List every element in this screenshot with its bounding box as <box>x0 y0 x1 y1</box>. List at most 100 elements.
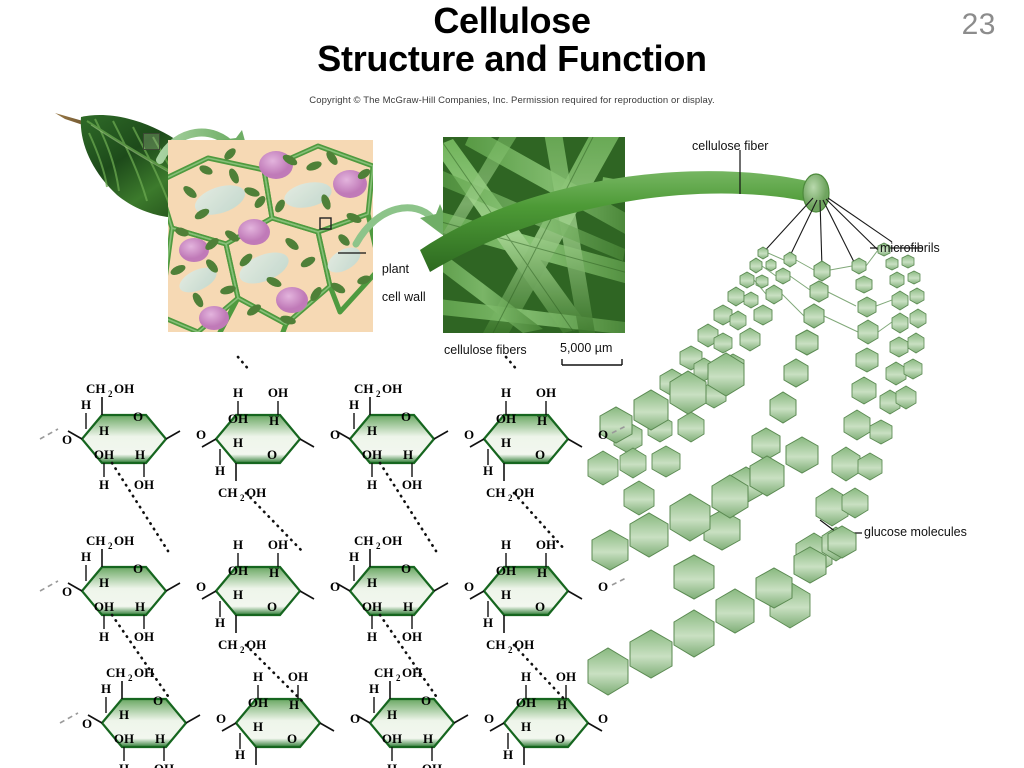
svg-text:OH: OH <box>288 669 308 684</box>
svg-text:H: H <box>119 761 129 768</box>
plant-cell-wall-leader <box>338 252 366 254</box>
svg-text:CH: CH <box>86 533 106 548</box>
svg-text:H: H <box>349 397 359 412</box>
svg-text:O: O <box>464 427 474 442</box>
svg-text:H: H <box>423 731 433 746</box>
svg-text:OH: OH <box>154 761 174 768</box>
glucose-chain-6 <box>895 254 927 410</box>
svg-text:OH: OH <box>134 629 154 644</box>
svg-text:H: H <box>521 719 531 734</box>
microfibril-leader-lines <box>759 197 893 269</box>
svg-text:H: H <box>81 397 91 412</box>
svg-text:OH: OH <box>536 385 556 400</box>
svg-text:OH: OH <box>402 477 422 492</box>
svg-text:OH: OH <box>514 485 534 500</box>
svg-text:O: O <box>535 599 545 614</box>
svg-text:OH: OH <box>402 629 422 644</box>
svg-text:O: O <box>267 599 277 614</box>
svg-text:OH: OH <box>514 637 534 652</box>
svg-text:OH: OH <box>246 485 266 500</box>
microfibrils-label: microfibrils <box>880 241 940 255</box>
svg-text:OH: OH <box>268 385 288 400</box>
svg-text:CH: CH <box>486 637 506 652</box>
hydrogen-bonds <box>110 355 568 703</box>
svg-text:2: 2 <box>508 645 513 655</box>
glucose-chain-lower-3 <box>587 525 857 696</box>
svg-text:H: H <box>253 719 263 734</box>
svg-text:CH: CH <box>486 485 506 500</box>
plant-cell-wall-line-2: cell wall <box>381 290 426 304</box>
svg-text:CH: CH <box>106 665 126 680</box>
svg-text:H: H <box>269 565 279 580</box>
svg-text:OH: OH <box>496 563 516 578</box>
svg-text:2: 2 <box>376 389 381 399</box>
svg-text:OH: OH <box>134 665 154 680</box>
leaf-zoom-marker <box>143 133 160 150</box>
svg-text:OH: OH <box>114 533 134 548</box>
svg-text:CH: CH <box>374 665 394 680</box>
svg-text:OH: OH <box>114 381 134 396</box>
svg-text:H: H <box>557 697 567 712</box>
svg-text:OH: OH <box>228 411 248 426</box>
svg-text:O: O <box>598 579 608 594</box>
svg-text:OH: OH <box>496 411 516 426</box>
title-line-2: Structure and Function <box>317 38 707 79</box>
svg-text:H: H <box>501 587 511 602</box>
svg-text:O: O <box>216 711 226 726</box>
fiber-to-glucose-schematic <box>420 120 1024 760</box>
svg-text:H: H <box>521 669 531 684</box>
svg-text:OH: OH <box>362 447 382 462</box>
svg-text:OH: OH <box>422 761 442 768</box>
svg-text:2: 2 <box>108 541 113 551</box>
svg-text:H: H <box>483 463 493 478</box>
svg-text:OH: OH <box>516 695 536 710</box>
glucose-chain-3 <box>673 260 831 600</box>
chloroplasts <box>170 148 371 325</box>
svg-text:OH: OH <box>246 637 266 652</box>
svg-text:OH: OH <box>536 537 556 552</box>
svg-text:OH: OH <box>134 477 154 492</box>
svg-text:H: H <box>387 707 397 722</box>
svg-text:O: O <box>464 579 474 594</box>
svg-text:O: O <box>196 579 206 594</box>
svg-text:H: H <box>483 615 493 630</box>
svg-text:O: O <box>133 409 143 424</box>
svg-text:OH: OH <box>114 731 134 746</box>
svg-text:OH: OH <box>402 665 422 680</box>
svg-text:H: H <box>403 447 413 462</box>
svg-text:H: H <box>99 575 109 590</box>
svg-text:H: H <box>367 423 377 438</box>
svg-text:H: H <box>99 423 109 438</box>
svg-text:OH: OH <box>382 533 402 548</box>
cellulose-fibers-caption: cellulose fibers <box>444 343 527 357</box>
svg-text:O: O <box>350 711 360 726</box>
svg-text:H: H <box>99 477 109 492</box>
svg-text:O: O <box>330 579 340 594</box>
svg-text:O: O <box>133 561 143 576</box>
glucose-chain-lower-1 <box>599 352 745 444</box>
svg-text:OH: OH <box>94 599 114 614</box>
svg-text:H: H <box>369 681 379 696</box>
svg-text:H: H <box>537 565 547 580</box>
title-line-1: Cellulose <box>433 0 591 41</box>
copyright-notice: Copyright © The McGraw-Hill Companies, I… <box>309 95 715 106</box>
svg-text:H: H <box>367 629 377 644</box>
svg-text:O: O <box>555 731 565 746</box>
svg-text:O: O <box>330 427 340 442</box>
svg-text:OH: OH <box>382 731 402 746</box>
svg-text:O: O <box>401 561 411 576</box>
svg-text:O: O <box>62 432 72 447</box>
svg-text:H: H <box>501 435 511 450</box>
svg-text:2: 2 <box>508 493 513 503</box>
svg-text:H: H <box>119 707 129 722</box>
svg-text:H: H <box>253 669 263 684</box>
svg-text:CH: CH <box>218 637 238 652</box>
plant-cell-wall-line-1: plant <box>381 262 410 276</box>
cellulose-fiber-leader <box>739 150 741 194</box>
svg-text:CH: CH <box>354 381 374 396</box>
plant-cell-micrograph <box>168 140 373 332</box>
svg-text:H: H <box>367 477 377 492</box>
svg-text:O: O <box>62 584 72 599</box>
